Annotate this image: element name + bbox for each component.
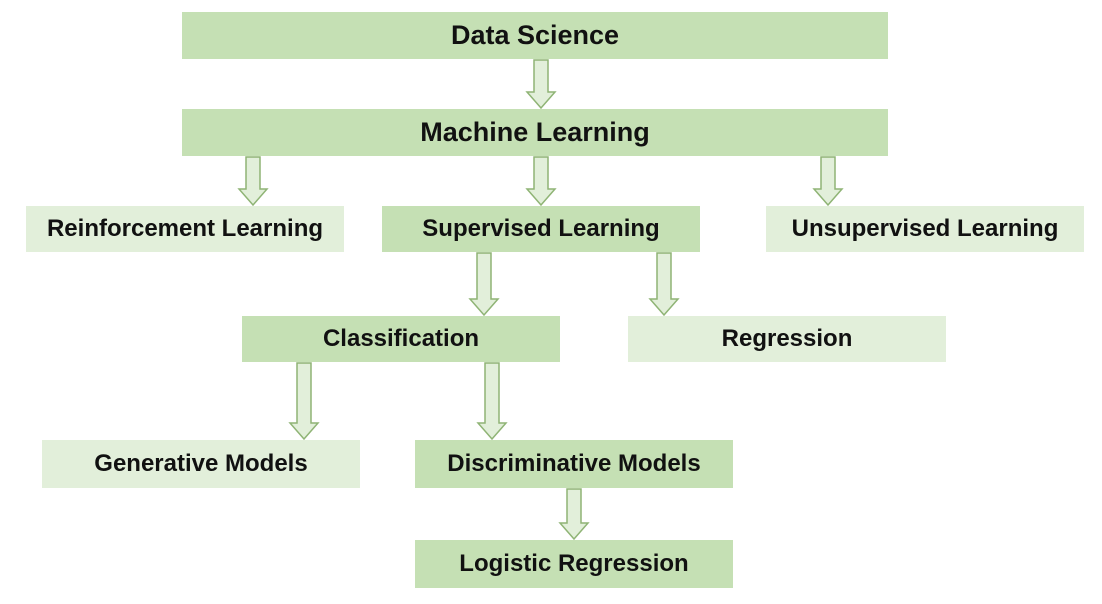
arrow-machine-learning-to-unsupervised-learning xyxy=(812,156,844,207)
arrow-machine-learning-to-supervised-learning xyxy=(525,156,557,207)
arrow-classification-to-discriminative-models xyxy=(476,362,508,441)
arrow-machine-learning-to-reinforcement-learning xyxy=(237,156,269,207)
node-supervised-learning: Supervised Learning xyxy=(382,206,700,252)
node-logistic-regression: Logistic Regression xyxy=(415,540,733,588)
arrow-supervised-learning-to-classification xyxy=(468,252,500,317)
node-machine-learning: Machine Learning xyxy=(182,109,888,156)
arrow-data-science-to-machine-learning xyxy=(525,59,557,110)
node-reinforcement-learning: Reinforcement Learning xyxy=(26,206,344,252)
node-regression: Regression xyxy=(628,316,946,362)
arrow-supervised-learning-to-regression xyxy=(648,252,680,317)
node-data-science: Data Science xyxy=(182,12,888,59)
node-discriminative-models: Discriminative Models xyxy=(415,440,733,488)
node-generative-models: Generative Models xyxy=(42,440,360,488)
arrow-classification-to-generative-models xyxy=(288,362,320,441)
node-classification: Classification xyxy=(242,316,560,362)
arrow-discriminative-models-to-logistic-regression xyxy=(558,488,590,541)
node-unsupervised-learning: Unsupervised Learning xyxy=(766,206,1084,252)
